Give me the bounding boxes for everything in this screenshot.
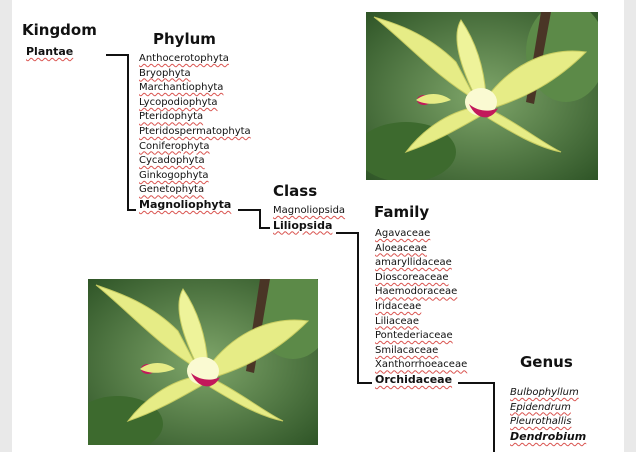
family-item: Smilacaceae bbox=[375, 344, 467, 359]
phylum-item: Marchantiophyta bbox=[139, 81, 251, 96]
family-item: Xanthorrhoeaceae bbox=[375, 358, 467, 373]
family-item-selected: Orchidaceae bbox=[375, 373, 467, 388]
phylum-item: Bryophyta bbox=[139, 67, 251, 82]
kingdom-item-plantae: Plantae bbox=[26, 45, 73, 58]
family-item: Aloeaceae bbox=[375, 242, 467, 257]
genus-list: Bulbophyllum Epidendrum Pleurothallis De… bbox=[510, 386, 586, 444]
phylum-item: Lycopodiophyta bbox=[139, 96, 251, 111]
family-to-genus-connector bbox=[458, 383, 494, 452]
family-item: Haemodoraceae bbox=[375, 285, 467, 300]
family-list: Agavaceae Aloeaceae amaryllidaceae Diosc… bbox=[375, 227, 467, 388]
genus-item: Epidendrum bbox=[510, 401, 586, 416]
phylum-item: Ginkogophyta bbox=[139, 169, 251, 184]
class-item-selected: Liliopsida bbox=[273, 219, 345, 234]
class-to-family-connector bbox=[336, 233, 372, 383]
family-item: Dioscoreaceae bbox=[375, 271, 467, 286]
family-item: Pontederiaceae bbox=[375, 329, 467, 344]
phylum-item: Cycadophyta bbox=[139, 154, 251, 169]
genus-item: Pleurothallis bbox=[510, 415, 586, 430]
genus-item: Bulbophyllum bbox=[510, 386, 586, 401]
phylum-item-selected: Magnoliophyta bbox=[139, 198, 251, 213]
family-item: Liliaceae bbox=[375, 315, 467, 330]
phylum-item: Pteridospermatophyta bbox=[139, 125, 251, 140]
genus-item-selected: Dendrobium bbox=[510, 430, 586, 445]
class-item: Magnoliopsida bbox=[273, 204, 345, 219]
family-item: Iridaceae bbox=[375, 300, 467, 315]
class-list: Magnoliopsida Liliopsida bbox=[273, 204, 345, 233]
phylum-to-class-connector bbox=[238, 210, 270, 228]
phylum-item: Pteridophyta bbox=[139, 110, 251, 125]
kingdom-heading: Kingdom bbox=[22, 21, 97, 39]
family-heading: Family bbox=[374, 203, 429, 221]
phylum-item: Genetophyta bbox=[139, 183, 251, 198]
right-margin-band bbox=[624, 0, 636, 452]
genus-heading: Genus bbox=[520, 353, 573, 371]
kingdom-to-phylum-connector bbox=[106, 55, 136, 210]
family-item: Agavaceae bbox=[375, 227, 467, 242]
phylum-item: Coniferophyta bbox=[139, 140, 251, 155]
phylum-heading: Phylum bbox=[153, 30, 216, 48]
orchid-photo-top bbox=[366, 12, 598, 180]
orchid-photo-bottom bbox=[88, 279, 318, 445]
family-item: amaryllidaceae bbox=[375, 256, 467, 271]
phylum-list: Anthocerotophyta Bryophyta Marchantiophy… bbox=[139, 52, 251, 213]
left-margin-band bbox=[0, 0, 12, 452]
phylum-item: Anthocerotophyta bbox=[139, 52, 251, 67]
class-heading: Class bbox=[273, 182, 317, 200]
